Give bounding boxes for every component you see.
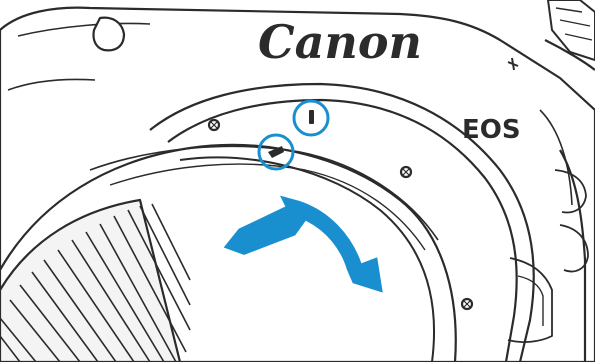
brand-logo: Canon [258, 15, 422, 69]
mount-index-mark [309, 110, 314, 124]
